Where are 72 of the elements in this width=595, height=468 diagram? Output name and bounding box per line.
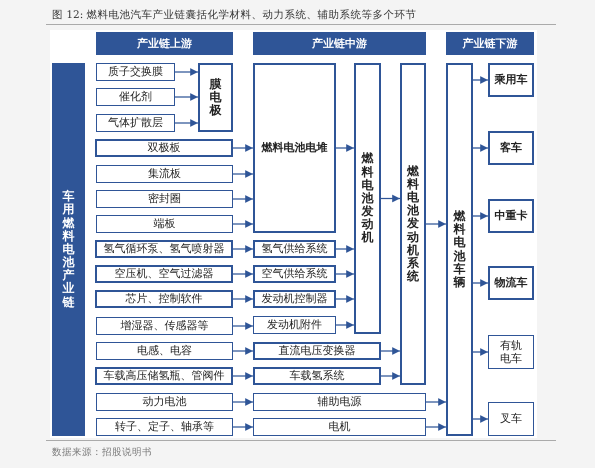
arrow bbox=[336, 270, 354, 278]
arrow bbox=[233, 322, 253, 330]
process-box: 电感、电容 bbox=[96, 342, 233, 360]
process-box: 动力电池 bbox=[96, 393, 233, 411]
process-box: 物流车 bbox=[488, 266, 534, 300]
process-box: 燃料电池发动机系统 bbox=[400, 63, 426, 385]
process-box: 燃料电池车辆 bbox=[446, 63, 473, 436]
arrow bbox=[381, 372, 400, 380]
process-box: 直流电压变换器 bbox=[253, 342, 381, 360]
arrow bbox=[473, 348, 488, 356]
arrow bbox=[233, 372, 253, 380]
arrow bbox=[336, 245, 354, 253]
process-box: 发动机控制器 bbox=[253, 290, 336, 308]
process-box: 乘用车 bbox=[488, 63, 534, 97]
process-box: 燃料电池发动机 bbox=[354, 63, 381, 334]
process-box: 增湿器、传感器等 bbox=[96, 317, 233, 335]
process-box: 集流板 bbox=[96, 165, 233, 183]
arrow bbox=[233, 398, 253, 406]
section-header: 车用燃料电池产业链 bbox=[52, 63, 85, 436]
figure-title: 图 12: 燃料电池汽车产业链囊括化学材料、动力系统、辅助系统等多个环节 bbox=[52, 8, 418, 22]
arrow bbox=[381, 194, 400, 202]
process-box: 催化剂 bbox=[96, 88, 175, 106]
section-header: 产业链下游 bbox=[446, 32, 534, 55]
arrow bbox=[233, 295, 253, 303]
arrow bbox=[233, 347, 253, 355]
process-box: 膜电极 bbox=[198, 63, 233, 132]
section-header: 产业链中游 bbox=[253, 32, 426, 55]
arrow bbox=[233, 144, 253, 152]
process-box: 中重卡 bbox=[488, 199, 534, 233]
arrow bbox=[233, 270, 253, 278]
arrow bbox=[175, 93, 198, 101]
arrow bbox=[233, 195, 253, 203]
arrow bbox=[336, 144, 354, 152]
arrow bbox=[336, 321, 354, 329]
process-box: 气体扩散层 bbox=[96, 114, 175, 132]
process-box: 辅助电源 bbox=[253, 393, 426, 411]
arrow bbox=[175, 119, 198, 127]
arrow bbox=[233, 245, 253, 253]
process-box: 芯片、控制软件 bbox=[95, 290, 233, 308]
arrow bbox=[175, 68, 198, 76]
arrow bbox=[473, 279, 488, 287]
section-header: 产业链上游 bbox=[96, 32, 233, 55]
arrow bbox=[233, 423, 253, 431]
arrow bbox=[426, 220, 446, 228]
source-note: 数据来源：招股说明书 bbox=[52, 446, 152, 459]
arrow bbox=[473, 76, 488, 84]
process-box: 客车 bbox=[488, 131, 534, 165]
process-box: 转子、定子、轴承等 bbox=[96, 418, 233, 436]
arrow bbox=[381, 347, 400, 355]
arrow bbox=[426, 423, 446, 431]
process-box: 双极板 bbox=[95, 139, 233, 157]
process-box: 空压机、空气过滤器 bbox=[95, 265, 233, 283]
arrow bbox=[473, 415, 488, 423]
process-box: 发动机附件 bbox=[253, 316, 336, 334]
process-box: 电机 bbox=[253, 418, 426, 436]
process-box: 氢气循环泵、氢气喷射器 bbox=[95, 240, 233, 258]
process-box: 车载高压储氢瓶、管阀件 bbox=[95, 367, 233, 385]
process-box: 燃料电池电堆 bbox=[253, 63, 336, 233]
process-box: 质子交换膜 bbox=[96, 63, 175, 81]
arrow bbox=[233, 220, 253, 228]
arrow bbox=[473, 212, 488, 220]
arrow bbox=[473, 144, 488, 152]
process-box: 叉车 bbox=[488, 402, 534, 436]
process-box: 空气供给系统 bbox=[253, 265, 336, 283]
arrow bbox=[426, 398, 446, 406]
process-box: 车载氢系统 bbox=[253, 367, 381, 385]
process-box: 氢气供给系统 bbox=[253, 240, 336, 258]
arrow bbox=[233, 170, 253, 178]
process-box: 有轨电车 bbox=[488, 335, 534, 369]
process-box: 端板 bbox=[96, 215, 233, 233]
process-box: 密封圈 bbox=[96, 190, 233, 208]
arrow bbox=[336, 295, 354, 303]
